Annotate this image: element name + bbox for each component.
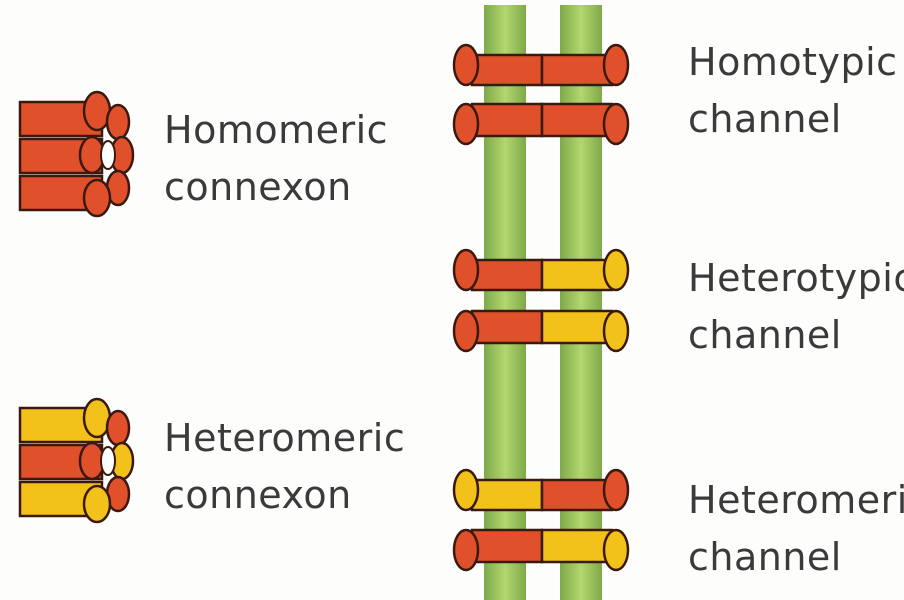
label-line-1: Homotypic <box>688 34 898 91</box>
label-line-2: connexon <box>164 467 405 524</box>
label-heterotypic-channel: Heterotypic channel <box>688 250 904 364</box>
label-line-2: channel <box>688 91 898 148</box>
label-line-1: Heteromeric <box>164 410 405 467</box>
label-homomeric-connexon: Homomeric connexon <box>164 102 388 216</box>
label-heteromeric-connexon: Heteromeric connexon <box>164 410 405 524</box>
label-line-1: Homomeric <box>164 102 388 159</box>
label-line-1: Heteromeric <box>688 472 904 529</box>
label-heteromeric-channel: Heteromeric channel <box>688 472 904 586</box>
label-line-2: channel <box>688 307 904 364</box>
heteromeric-connexon-icon <box>20 399 133 522</box>
label-line-2: connexon <box>164 159 388 216</box>
label-line-2: channel <box>688 529 904 586</box>
label-homotypic-channel: Homotypic channel <box>688 34 898 148</box>
homomeric-connexon-icon <box>20 92 133 216</box>
label-line-1: Heterotypic <box>688 250 904 307</box>
